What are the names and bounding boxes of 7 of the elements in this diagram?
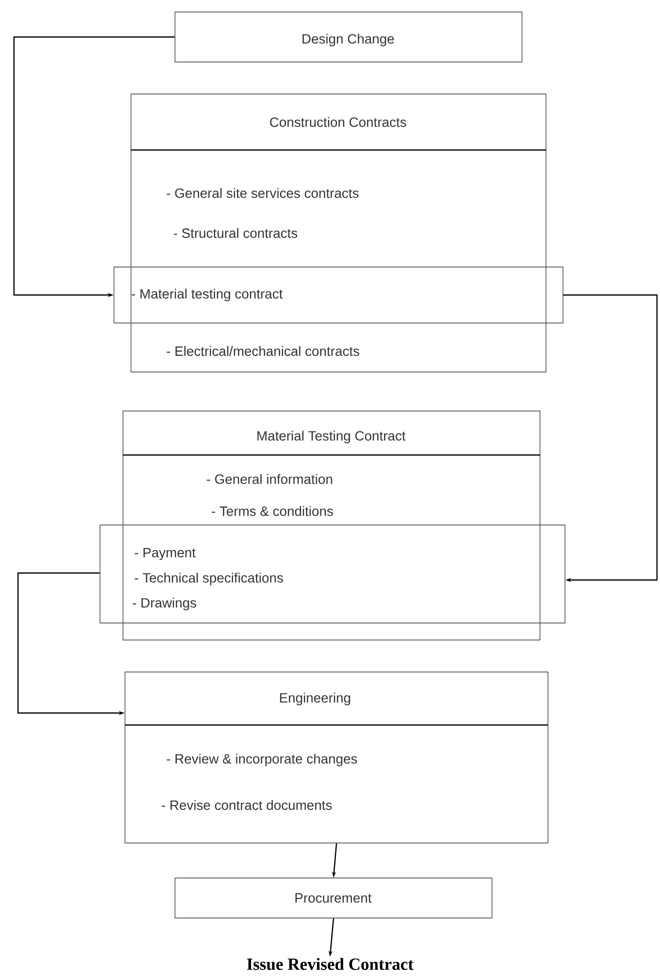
arrow [563, 294, 658, 582]
result-text: Issue Revised Contract [247, 958, 414, 970]
process-box: Engineering - Review & incorporate changes - Revise contract documents [124, 672, 548, 844]
process-box: Design Change [174, 12, 522, 62]
process-box: Procurement [174, 878, 492, 918]
highlight-box: - Payment - Technical specifications - Drawings [100, 524, 566, 624]
highlight-box: - Material testing contract [114, 266, 564, 324]
